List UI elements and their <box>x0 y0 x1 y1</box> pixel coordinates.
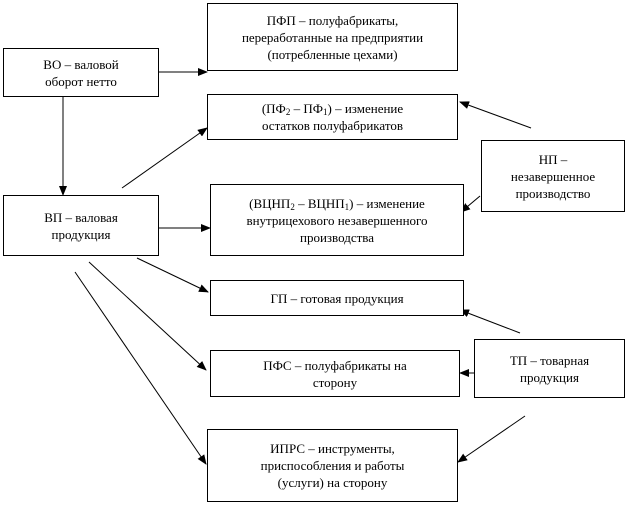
box-vp-line-1: ВП – валовая <box>44 209 118 225</box>
box-iprs-line-2: приспособления и работы <box>260 458 405 473</box>
box-tp: ТП – товарная продукция <box>474 339 625 398</box>
box-pfs-line-1: ПФС – полуфабрикаты на <box>263 357 407 373</box>
box-tp-line-2: продукция <box>520 369 579 385</box>
pf-line1-pre: (ПФ <box>261 101 286 116</box>
vcnp-line1-post: ) – изменение <box>349 195 425 211</box>
box-vcnp-line-1: (ВЦНП2 – ВЦНП1) – изменение <box>249 195 425 212</box>
arrow-vp-to-pf <box>121 127 208 189</box>
pf-line1-sub-2: 2 <box>285 107 291 117</box>
box-pf-line-2: остатков полуфабрикатов <box>261 118 403 133</box>
arrow-tp-to-iprs <box>457 415 526 463</box>
box-iprs-line-1: ИПРС – инструменты, <box>270 441 395 456</box>
pf-line1-post: ) – изменение <box>327 101 404 116</box>
box-vcnp-line-3: производства <box>299 229 375 245</box>
box-np-line-3: производство <box>515 185 591 201</box>
box-pf: (ПФ2 – ПФ1) – изменение остатков полуфаб… <box>207 94 458 140</box>
box-np: НП – незавершенное производство <box>481 140 625 212</box>
vcnp-line1-mid: – ВЦНП <box>294 195 345 211</box>
box-vo-line-2: оборот нетто <box>45 73 117 89</box>
box-vo: ВО – валовой оборот нетто <box>3 48 159 97</box>
vcnp-line1-sub-1: 1 <box>344 201 350 212</box>
pf-line1-sub-1: 1 <box>323 107 328 117</box>
box-iprs-line-3: (услуги) на сторону <box>277 475 388 490</box>
box-pf-line-1: (ПФ2 – ПФ1) – изменение <box>262 100 403 117</box>
box-gp: ГП – готовая продукция <box>210 280 464 316</box>
vcnp-line1-pre: (ВЦНП <box>249 195 291 211</box>
pf-line1-mid: – ПФ <box>290 101 323 116</box>
box-np-line-1: НП – <box>538 151 568 167</box>
arrow-np-to-pf <box>459 101 532 129</box>
box-vp-line-2: продукция <box>51 226 111 242</box>
box-iprs: ИПРС – инструменты, приспособления и раб… <box>207 429 458 502</box>
box-tp-line-1: ТП – товарная <box>509 352 590 368</box>
box-vo-line-1: ВО – валовой <box>43 56 119 72</box>
vcnp-line1-sub-2: 2 <box>290 201 295 212</box>
box-pfs-line-2: сторону <box>312 374 358 390</box>
box-pfp-line-2: переработанные на предприятии <box>241 29 424 45</box>
arrow-vp-to-gp <box>136 257 209 293</box>
box-pfp: ПФП – полуфабрикаты, переработанные на п… <box>207 3 458 71</box>
arrow-vp-to-iprs <box>74 271 207 465</box>
box-np-line-2: незавершенное <box>510 168 596 184</box>
arrow-tp-to-gp <box>459 309 521 334</box>
box-pfp-line-3: (потребленные цехами) <box>267 46 398 62</box>
box-vp: ВП – валовая продукция <box>3 195 159 256</box>
box-gp-line-1: ГП – готовая продукция <box>270 290 404 306</box>
box-vcnp: (ВЦНП2 – ВЦНП1) – изменение внутрицехово… <box>210 184 464 256</box>
box-vcnp-line-2: внутрицехового незавершенного <box>246 212 428 228</box>
arrow-vp-to-pfs <box>88 261 207 371</box>
arrow-np-to-vcnp <box>460 195 481 213</box>
box-pfp-line-1: ПФП – полуфабрикаты, <box>266 12 399 28</box>
box-pfs: ПФС – полуфабрикаты на сторону <box>210 350 460 397</box>
